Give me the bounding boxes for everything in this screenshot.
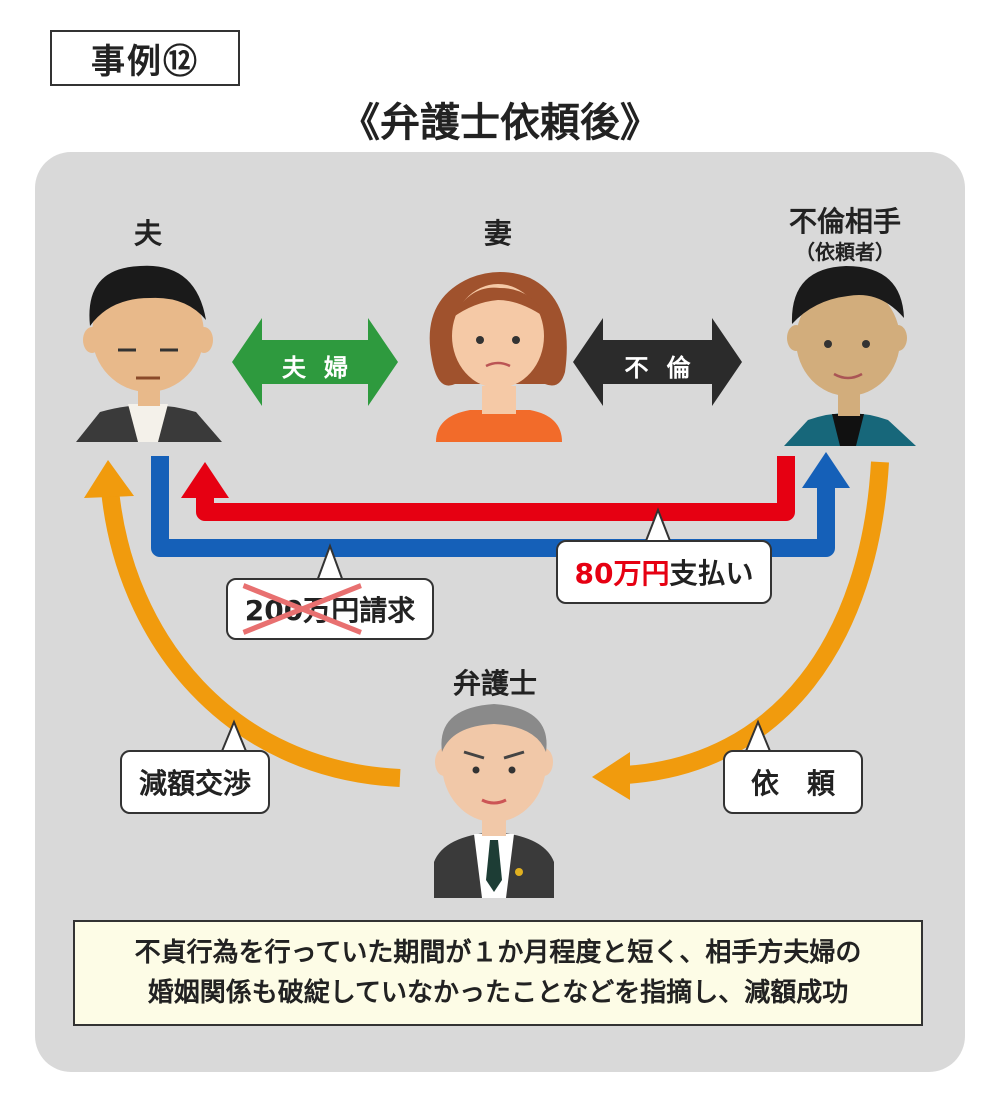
affair-partner-figure [784,266,916,446]
lawyer-label: 弁護士 [452,667,537,700]
affair-partner-sublabel: （依頼者） [795,240,895,264]
couple-arrow [232,318,398,406]
claim-suffix: 請求 [359,594,416,627]
lawyer-figure [434,704,554,898]
request-callout: 依 頼 [723,750,863,814]
payment-suffix: 支払い [669,557,754,590]
case-label: 事例⑫ [50,30,240,86]
page-title: 《弁護士依頼後》 [340,100,660,146]
affair-arrow [573,318,742,406]
affair-arrow-label: 不倫 [624,354,709,382]
strikethrough-x-icon [242,583,362,635]
negotiation-curve [101,489,401,787]
claim-arrowhead [802,452,850,488]
summary-line-2: 婚姻関係も破綻していなかったことなどを指摘し、減額成功 [147,978,849,1008]
payment-callout: 80万円支払い [556,540,772,604]
negotiation-arrowhead [84,460,134,498]
summary-box: 不貞行為を行っていた期間が１か月程度と短く、相手方夫婦の 婚姻関係も破綻していな… [73,920,923,1026]
claim-path-blue [151,456,835,557]
payment-amount: 80万円 [574,557,670,590]
negotiation-callout: 減額交渉 [120,750,270,814]
wife-label: 妻 [483,217,512,250]
wife-figure [429,272,567,442]
summary-line-1: 不貞行為を行っていた期間が１か月程度と短く、相手方夫婦の [134,938,862,968]
claim-callout: 200万円 請求 [226,578,434,640]
claim-amount-struck: 200万円 [242,583,362,635]
payment-arrowhead [181,462,229,498]
couple-arrow-label: 夫婦 [282,354,366,382]
husband-figure [76,265,222,442]
husband-label: 夫 [133,217,162,250]
request-arrowhead [592,752,630,800]
payment-path-red [196,456,795,521]
affair-partner-label: 不倫相手 [788,205,901,238]
request-curve [624,461,889,784]
